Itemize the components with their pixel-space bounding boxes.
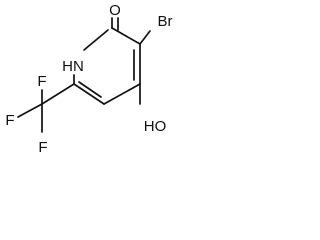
atom-label-nh: HN bbox=[62, 58, 84, 75]
atom-label-hydroxyl: HO bbox=[144, 118, 167, 135]
atom-label-fluorine-top: F bbox=[37, 73, 46, 90]
atom-label-oxygen-carbonyl: O bbox=[109, 2, 121, 19]
bond-cf3-f-left bbox=[17, 103, 43, 118]
atom-label-bromine: Br bbox=[158, 13, 173, 30]
atom-label-fluorine-left: F bbox=[5, 112, 14, 129]
chemical-structure-diagram: O Br HN HO F F F bbox=[5, 2, 173, 156]
bond-c6-cf3 bbox=[41, 83, 75, 105]
bond-c5-c6-double bbox=[78, 81, 102, 98]
bond-c3-br bbox=[139, 30, 151, 45]
atom-label-fluorine-bottom: F bbox=[38, 139, 47, 156]
bond-c4-c5 bbox=[103, 83, 141, 105]
bond-c2-c3 bbox=[111, 27, 141, 45]
bond-n1-c2 bbox=[83, 29, 109, 51]
bond-c5-c6 bbox=[73, 83, 105, 105]
